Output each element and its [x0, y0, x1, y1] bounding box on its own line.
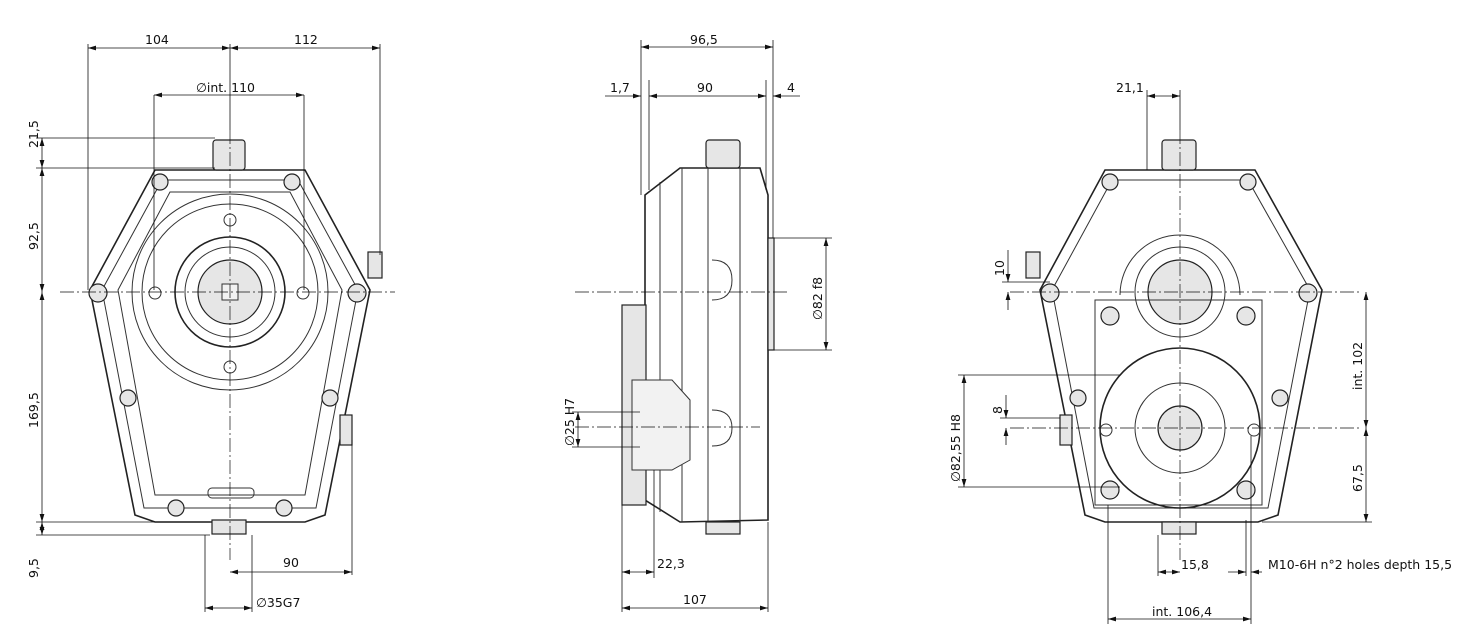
dim-label: 22,3: [657, 556, 685, 571]
dim-label: 21,5: [26, 120, 41, 148]
dim-label: 92,5: [26, 222, 41, 250]
side-plug: [1059, 414, 1073, 446]
dim-label: 8: [990, 406, 1005, 414]
dim-label: ∅25 H7: [562, 398, 577, 446]
top-port-fitting: [212, 139, 246, 171]
dim-label: int. 102: [1350, 342, 1365, 390]
dim-label: 21,1: [1116, 80, 1144, 95]
dim-label: 67,5: [1350, 464, 1365, 492]
bottom-drain: [705, 521, 741, 535]
dim-label: 96,5: [690, 32, 718, 47]
rear-view: 21,1 10 int. 102 ∅82,55 H8 8 67,5 15,8 M…: [948, 80, 1452, 624]
thread-note: M10-6H n°2 holes depth 15,5: [1268, 557, 1452, 572]
side-view: 96,5 1,7 90 4 ∅82 f8 ∅25 H7 22,3 107: [562, 32, 832, 612]
dim-label: ∅int. 110: [196, 80, 255, 95]
bottom-drain: [1161, 521, 1197, 535]
pilot-flange: [767, 237, 775, 351]
dim-label: 169,5: [26, 392, 41, 428]
dim-label: 10: [992, 260, 1007, 276]
dim-label: 15,8: [1181, 557, 1209, 572]
dim-label: 90: [283, 555, 299, 570]
dim-label: 4: [787, 80, 795, 95]
dim-label: ∅35G7: [256, 595, 300, 610]
side-plug: [339, 414, 353, 446]
dim-label: 107: [683, 592, 707, 607]
side-plug: [367, 251, 383, 279]
dim-label: 90: [697, 80, 713, 95]
top-port-fitting: [705, 139, 741, 169]
dim-label: 9,5: [26, 558, 41, 578]
dim-label: int. 106,4: [1152, 604, 1212, 619]
dim-label: 112: [294, 32, 318, 47]
front-view: 104 112 ∅int. 110 21,5 92,5 169,5 9,5 90…: [26, 32, 395, 612]
dim-label: 104: [145, 32, 169, 47]
bottom-drain: [211, 519, 247, 535]
dim-label: 1,7: [610, 80, 630, 95]
top-port-fitting: [1161, 139, 1197, 171]
side-plug: [1025, 251, 1041, 279]
dim-label: ∅82,55 H8: [948, 414, 963, 482]
dim-label: ∅82 f8: [810, 277, 825, 320]
